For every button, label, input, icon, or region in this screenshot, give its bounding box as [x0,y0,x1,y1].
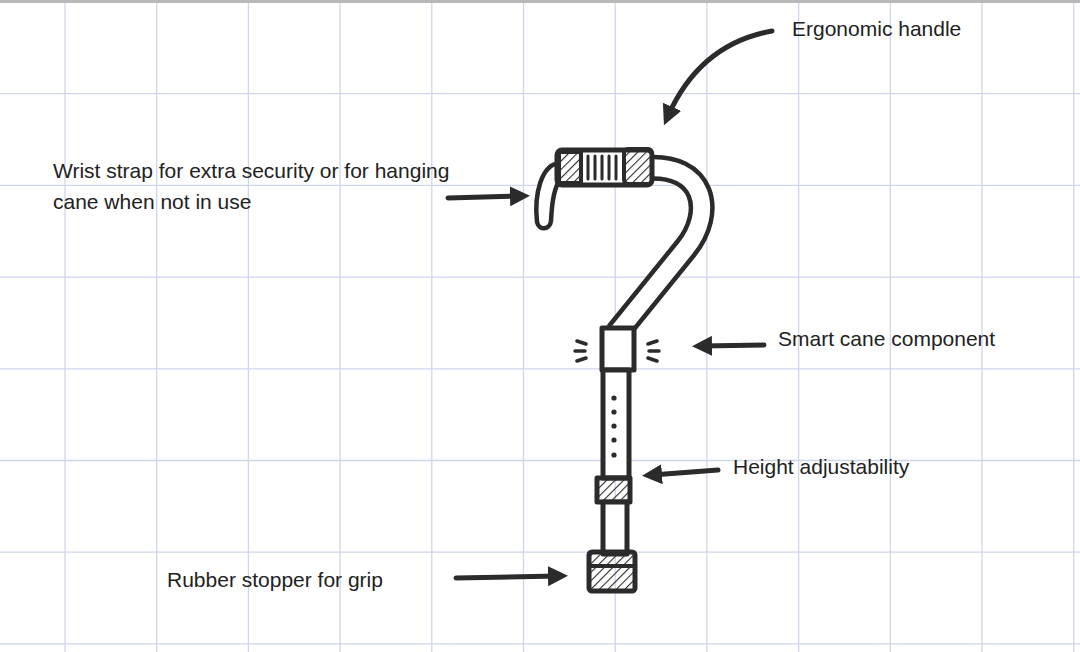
cane-crook-fill [618,168,702,332]
callout-label: Wrist strap for extra security or for ha… [53,155,465,217]
handle-rib [587,156,590,179]
grid-line [0,643,1080,644]
smart-component [602,328,634,370]
grid-line [798,0,799,652]
grid-line [248,0,249,652]
leader-arrows [448,31,772,578]
handle-rib [615,156,618,179]
handle-rib [594,156,597,179]
grid-line [981,0,982,652]
lower-shaft [603,502,627,554]
leader-arrow [448,196,520,198]
ergonomic-handle [557,150,652,185]
handle-rib [608,156,611,179]
handle-grip [624,149,652,184]
cane-shaft [603,370,629,478]
callout-label: Height adjustability [733,451,1023,482]
adjust-hole [611,437,616,442]
vibration-marks [575,341,659,361]
handle-grip [559,152,581,183]
grid-line [339,0,340,652]
cane [536,149,701,591]
grid-line [523,0,524,652]
grid-line [0,552,1080,553]
grid-line [706,0,707,652]
handle-rib [601,156,604,179]
callout-label: Rubber stopper for grip [167,564,452,595]
grid-line [0,460,1080,461]
leader-arrow [702,345,764,346]
callout-label: Ergonomic handle [792,13,1052,44]
stopper-band [589,564,635,568]
top-border [0,0,1080,3]
leader-arrow [456,576,558,578]
grid-line [0,276,1080,277]
adjustment-holes [611,395,616,457]
handle-ribs [588,156,616,179]
grid-line [0,368,1080,369]
cane-crook [618,168,702,332]
rubber-stopper [589,552,635,591]
leader-arrow [652,470,718,475]
adjust-hole [611,452,616,457]
grid-line [0,93,1080,94]
grid-line [890,0,891,652]
adjust-hole [611,423,616,428]
grid-line [156,0,157,652]
grid-line [1073,0,1074,652]
grid-line [431,0,432,652]
adjust-hole [611,409,616,414]
adjust-hole [611,395,616,400]
grid-line [64,0,65,652]
grid-line [0,1,1080,2]
height-collar [597,478,630,502]
leader-arrow [668,31,772,116]
callout-label: Smart cane component [778,323,1068,354]
